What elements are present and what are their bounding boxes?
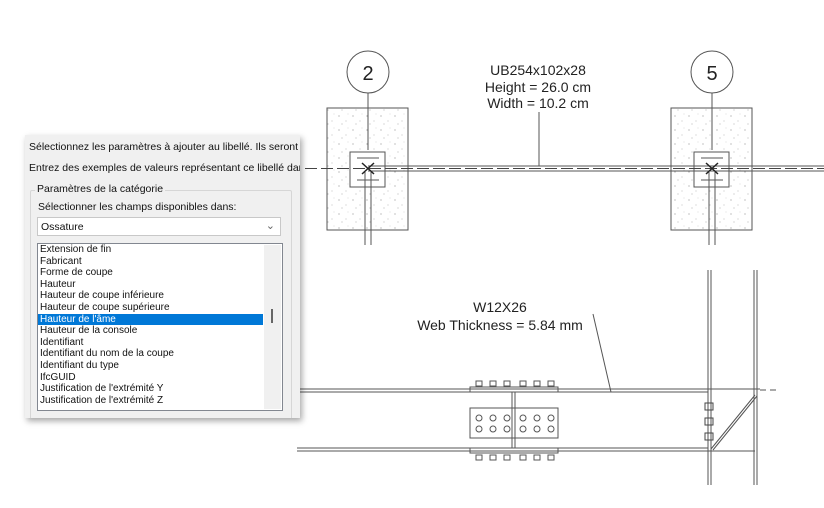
beam-tag-height[interactable]: Height = 26.0 cm	[485, 79, 591, 95]
instruction-text: Sélectionnez les paramètres à ajouter au…	[29, 141, 300, 153]
splice-plate[interactable]	[469, 407, 559, 439]
bolt	[533, 454, 541, 461]
tag-leader	[592, 313, 612, 393]
grid-label-5: 5	[706, 63, 717, 85]
plan-view	[305, 50, 824, 245]
field-list-item[interactable]: Justification de l'extrémité Y	[40, 383, 164, 395]
bolt-hole	[475, 425, 483, 433]
bolt	[519, 454, 527, 461]
bolt	[489, 454, 497, 461]
bolt-hole	[519, 425, 527, 433]
group-label: Paramètres de la catégorie	[35, 183, 166, 195]
elevation-view	[297, 270, 780, 485]
bolt	[519, 380, 527, 387]
field-list-item[interactable]: Fabricant	[40, 255, 82, 267]
bolt-hole	[533, 414, 541, 422]
bolt-hole	[519, 414, 527, 422]
scrollbar[interactable]	[264, 245, 281, 409]
field-list-item[interactable]: Hauteur de l'âme	[38, 313, 263, 326]
bolt	[475, 454, 483, 461]
field-list-item[interactable]: IfcGUID	[40, 371, 76, 383]
bolt-hole	[547, 414, 555, 422]
field-list-item[interactable]: Identifiant du type	[40, 359, 119, 371]
field-list-item[interactable]: Justification de l'extrémité Z	[40, 394, 164, 406]
bolt-hole	[503, 414, 511, 422]
field-list-item[interactable]: Hauteur	[40, 278, 76, 290]
bolt	[489, 380, 497, 387]
chevron-down-icon: ⌄	[265, 220, 275, 232]
bolt	[503, 454, 511, 461]
bolt-hole	[503, 425, 511, 433]
instruction-text-2: Entrez des exemples de valeurs représent…	[29, 162, 300, 174]
bolt-hole	[475, 414, 483, 422]
field-list-item[interactable]: Identifiant	[40, 336, 84, 348]
beam-tag-name[interactable]: W12X26	[473, 299, 527, 315]
beam-tag-web-thickness[interactable]: Web Thickness = 5.84 mm	[417, 317, 583, 333]
category-value: Ossature	[41, 221, 84, 233]
beam-tag-width[interactable]: Width = 10.2 cm	[487, 95, 589, 111]
label-edit-dialog: Sélectionnez les paramètres à ajouter au…	[25, 135, 300, 418]
category-dropdown[interactable]: Ossature ⌄	[37, 217, 281, 236]
bolt-hole	[489, 425, 497, 433]
bolt	[547, 454, 555, 461]
field-list-item[interactable]: Forme de coupe	[40, 267, 113, 279]
field-list-item[interactable]: Identifiant du nom de la coupe	[40, 348, 174, 360]
bolt	[533, 380, 541, 387]
bolt-hole	[489, 414, 497, 422]
field-list-item[interactable]: Extension de fin	[40, 244, 112, 255]
select-fields-label: Sélectionner les champs disponibles dans…	[38, 201, 237, 213]
field-list-item[interactable]: Hauteur de la console	[40, 325, 138, 337]
field-list-item[interactable]: Hauteur de coupe supérieure	[40, 301, 170, 313]
bolt	[475, 380, 483, 387]
bolt-hole	[533, 425, 541, 433]
grid-label-2: 2	[362, 63, 373, 85]
scrollbar-thumb[interactable]	[271, 309, 273, 323]
bolt-hole	[547, 425, 555, 433]
bolt	[503, 380, 511, 387]
field-list-item[interactable]: Hauteur de coupe inférieure	[40, 290, 164, 302]
bolt	[547, 380, 555, 387]
beam-tag-name[interactable]: UB254x102x28	[490, 62, 586, 78]
